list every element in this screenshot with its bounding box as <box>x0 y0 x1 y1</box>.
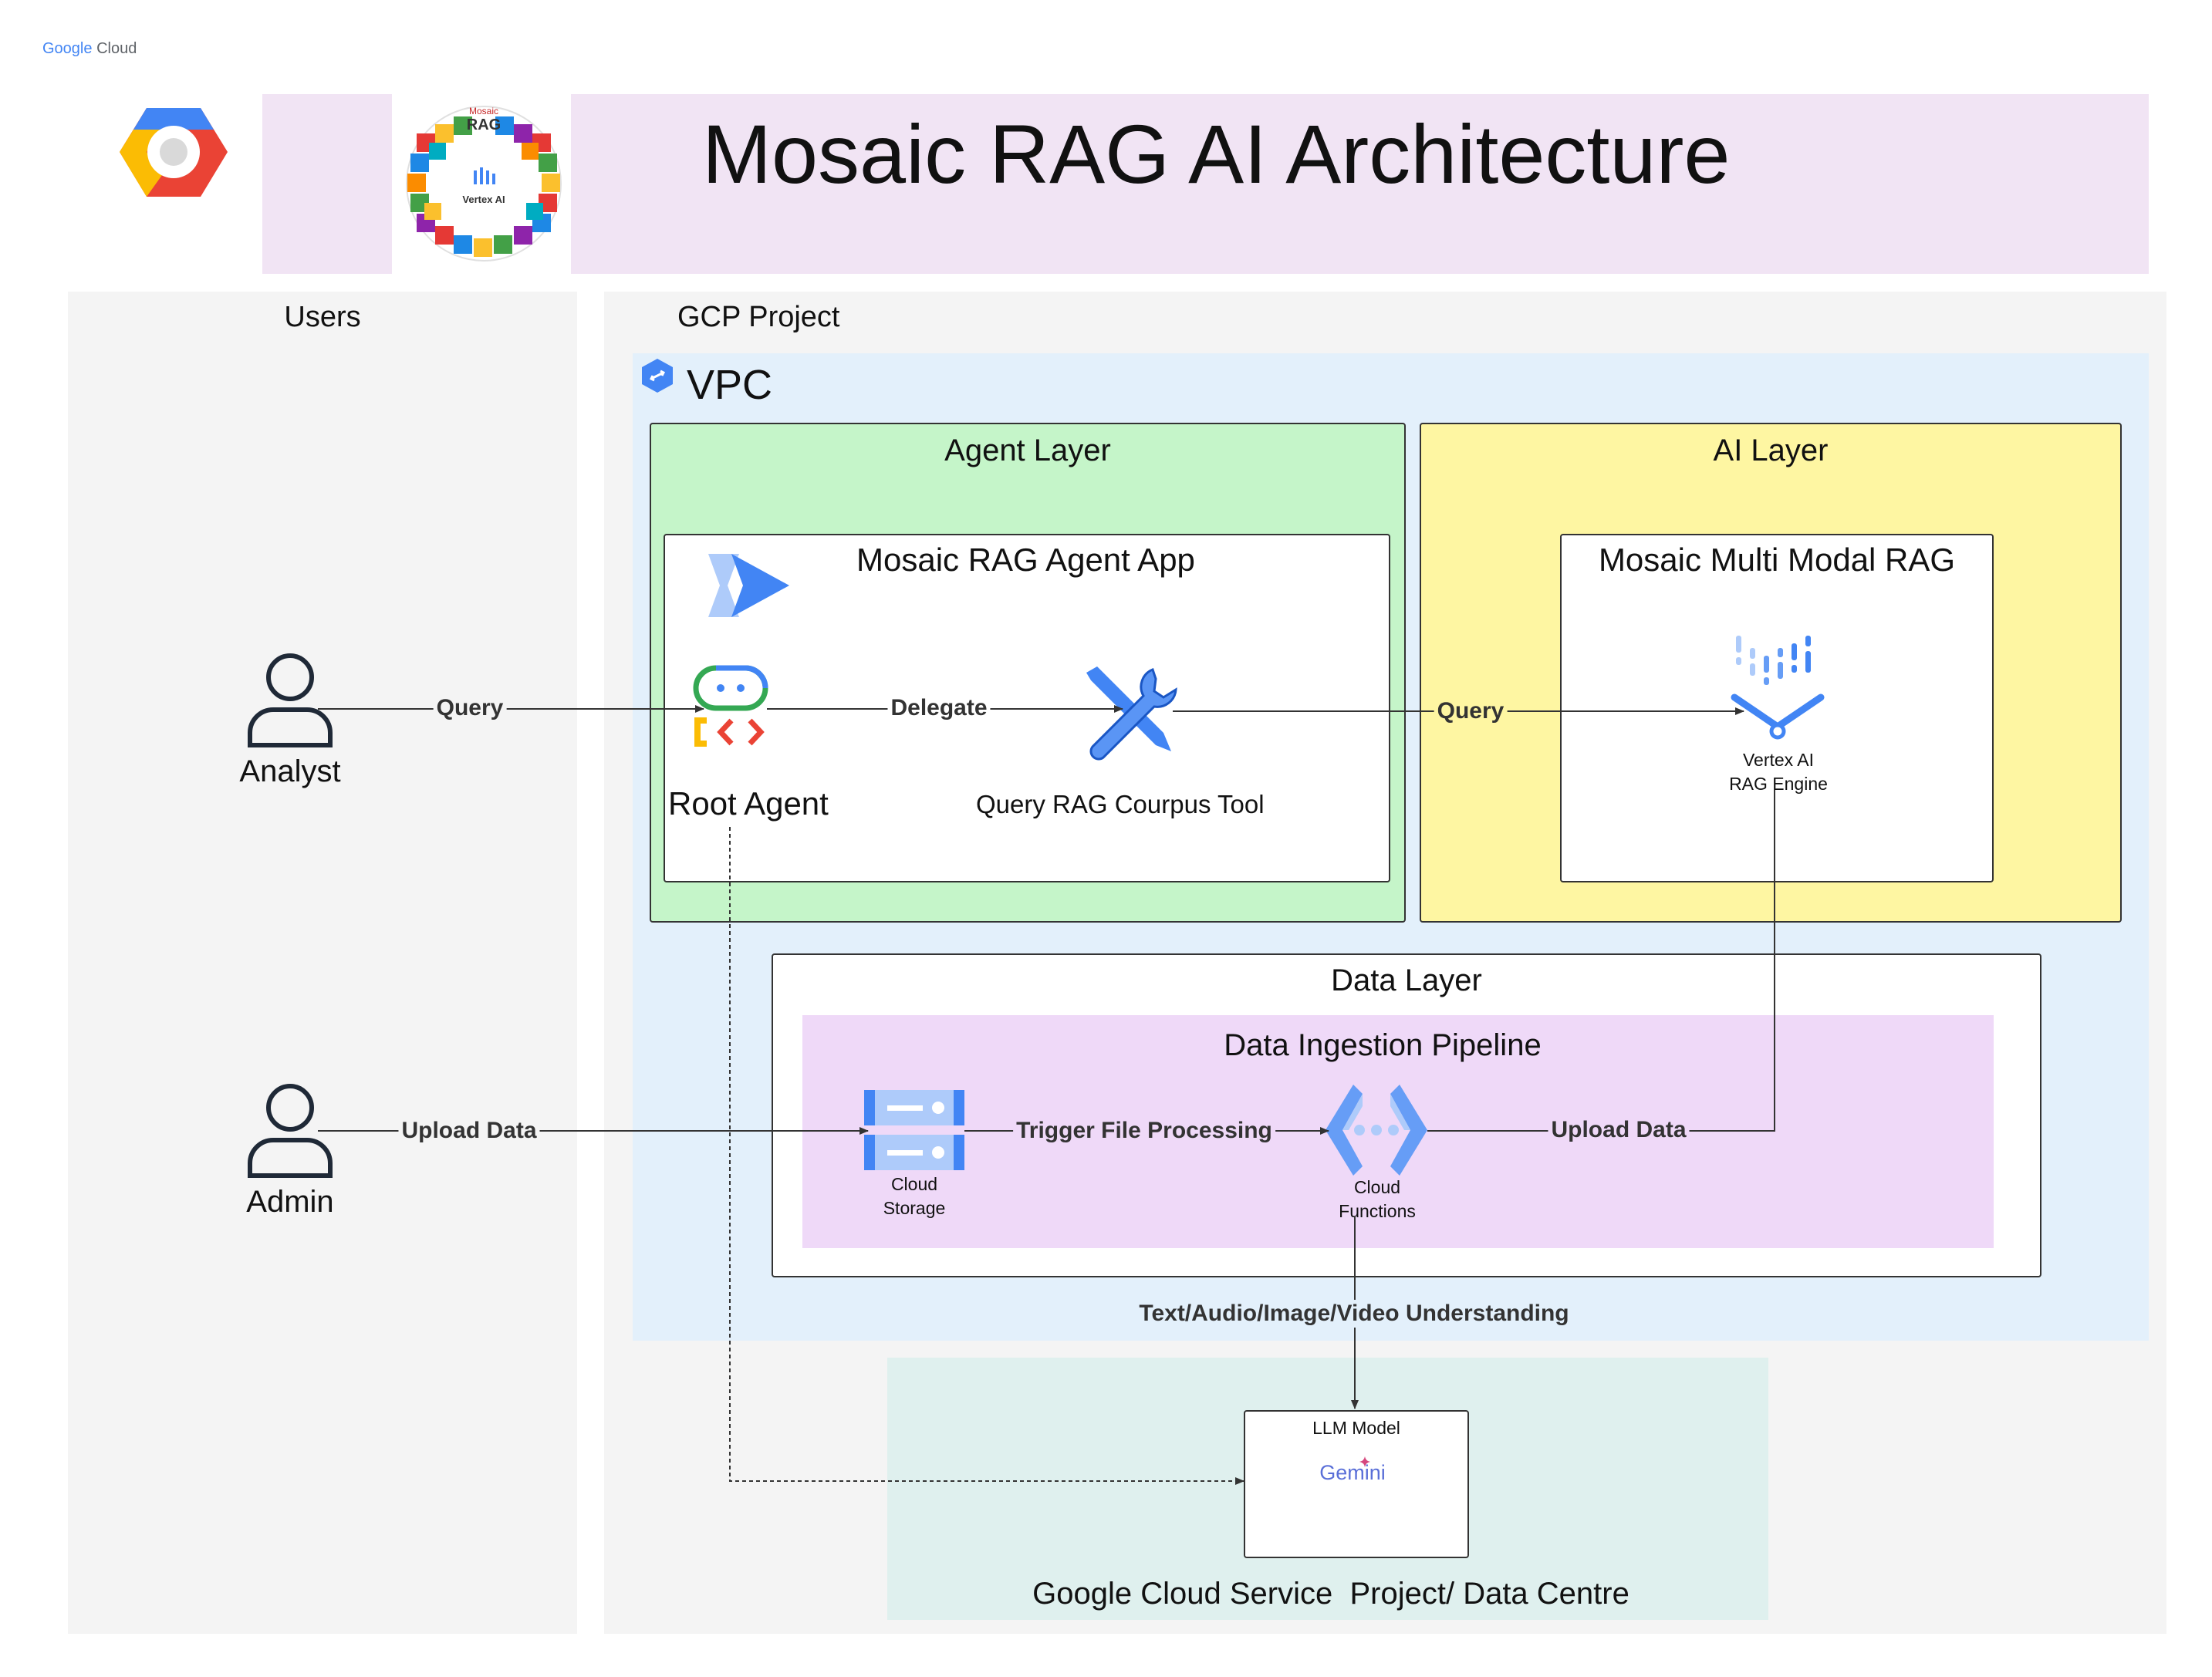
cloud-wordmark: Cloud <box>96 40 137 57</box>
query-tool-label: Query RAG Courpus Tool <box>976 790 1265 818</box>
analyst-label: Analyst <box>239 754 341 788</box>
multimodal-rag-box <box>1560 534 1994 882</box>
vertex-ai-icon[interactable] <box>1728 633 1829 748</box>
google-cloud-logo: Google Cloud <box>42 40 137 58</box>
gemini-logo: Gemini <box>1319 1461 1386 1484</box>
google-wordmark: Google <box>42 40 93 57</box>
edge-label-query-1: Query <box>433 694 507 722</box>
edge-root-to-llm <box>729 827 1244 1485</box>
badge-mosaic-text: Mosaic <box>468 106 498 116</box>
wrench-screwdriver-icon[interactable] <box>1079 662 1180 764</box>
vpc-icon <box>639 357 676 394</box>
cloud-storage-icon[interactable] <box>864 1090 964 1172</box>
edge-label-understanding: Text/Audio/Image/Video Understanding <box>1136 1300 1572 1328</box>
mosaic-rag-badge: Mosaic RAG Vertex AI <box>403 103 565 265</box>
page-title: Mosaic RAG AI Architecture <box>702 107 1731 201</box>
multimodal-rag-title: Mosaic Multi Modal RAG <box>1598 542 1956 578</box>
vertex-engine-label-1: Vertex AI <box>1742 750 1815 770</box>
root-agent-icon[interactable] <box>693 665 770 750</box>
edge-label-upload-2: Upload Data <box>1548 1116 1690 1144</box>
header-band <box>262 94 2149 274</box>
agent-layer-title: Agent Layer <box>944 434 1111 467</box>
edge-functions-to-vertex <box>1427 790 1775 1132</box>
edge-label-query-2: Query <box>1434 697 1508 725</box>
gemini-sparkle-icon <box>1359 1456 1370 1467</box>
agent-engine-icon <box>708 549 789 623</box>
users-panel <box>68 292 577 1634</box>
llm-model-label: LLM Model <box>1312 1418 1400 1438</box>
edge-label-delegate: Delegate <box>887 694 991 722</box>
pipeline-title: Data Ingestion Pipeline <box>1224 1028 1542 1062</box>
data-layer-title: Data Layer <box>1331 963 1482 997</box>
edge-label-trigger: Trigger File Processing <box>1013 1117 1275 1145</box>
cloud-functions-label-1: Cloud <box>1353 1177 1401 1197</box>
cloud-storage-label-1: Cloud <box>890 1174 938 1194</box>
ai-layer-title: AI Layer <box>1713 434 1829 467</box>
llm-model-box[interactable] <box>1244 1410 1469 1558</box>
admin-person-icon[interactable] <box>245 1083 335 1179</box>
users-panel-title: Users <box>284 301 361 333</box>
service-panel-title: Google Cloud Service Project/ Data Centr… <box>1032 1577 1629 1611</box>
edge-label-upload-1: Upload Data <box>398 1117 540 1145</box>
badge-rag-text: RAG <box>466 116 501 133</box>
analyst-person-icon[interactable] <box>245 653 335 748</box>
agent-app-title: Mosaic RAG Agent App <box>856 542 1195 578</box>
cloud-functions-label-2: Functions <box>1339 1201 1416 1221</box>
cloud-storage-label-2: Storage <box>883 1198 946 1218</box>
badge-vertex-text: Vertex AI <box>462 194 505 205</box>
admin-label: Admin <box>246 1185 334 1219</box>
vpc-label: VPC <box>687 362 773 408</box>
cloud-functions-icon[interactable] <box>1326 1085 1427 1176</box>
root-agent-label: Root Agent <box>668 785 829 822</box>
gcp-project-title: GCP Project <box>677 301 840 333</box>
vertex-engine-label-2: RAG Engine <box>1729 774 1828 794</box>
google-cloud-hexagon-icon <box>120 104 228 201</box>
